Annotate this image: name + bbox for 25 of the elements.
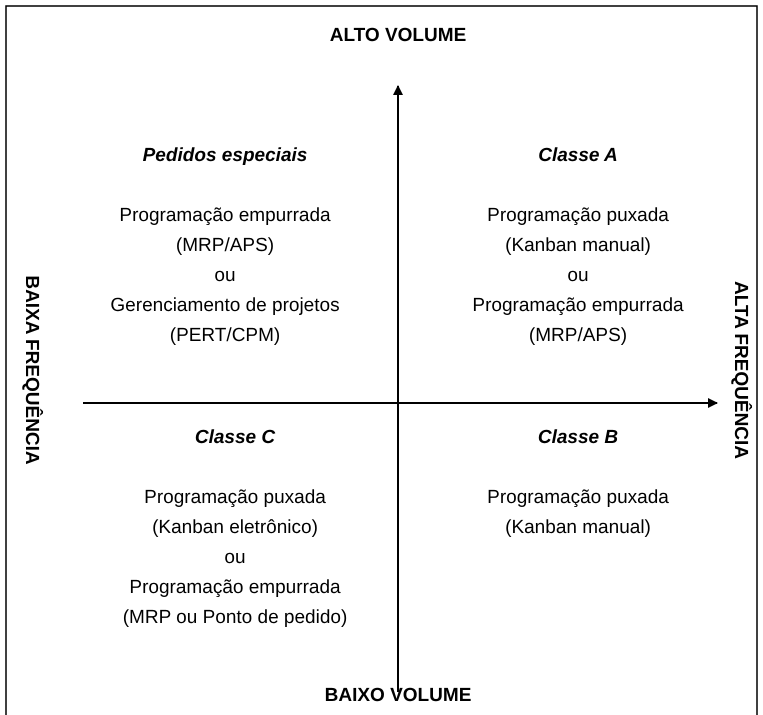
- quadrant-heading: Classe C: [194, 427, 276, 449]
- quadrant-text: (MRP/APS): [176, 235, 274, 257]
- quadrant-text: Gerenciamento de projetos: [110, 295, 340, 317]
- quadrant-text: Programação empurrada: [129, 577, 341, 599]
- quadrant-text: (MRP/APS): [528, 325, 628, 347]
- quadrant-text: ou: [224, 547, 246, 569]
- quadrant-heading: Pedidos especiais: [142, 145, 308, 167]
- quadrant-text: (MRP ou Ponto de pedido): [122, 607, 348, 629]
- quadrant-text: (Kanban manual): [505, 517, 651, 539]
- quadrant-text: (PERT/CPM): [170, 325, 280, 347]
- axis-label: ALTO VOLUME: [330, 25, 466, 47]
- axis-label: BAIXA FREQUÊNCIA: [20, 275, 42, 465]
- quadrant-text: Programação empurrada: [472, 295, 684, 317]
- axis-label: BAIXO VOLUME: [324, 685, 472, 707]
- quadrant-text: Programação puxada: [487, 487, 669, 509]
- quadrant-text: Programação puxada: [144, 487, 326, 509]
- quadrant-text: (Kanban manual): [505, 235, 651, 257]
- quadrant-text: Programação puxada: [487, 205, 669, 227]
- axis-label: ALTA FREQUÊNCIA: [729, 280, 751, 460]
- quadrant-text: (Kanban eletrônico): [152, 517, 318, 539]
- quadrant-text: Programação empurrada: [119, 205, 331, 227]
- quadrant-text: ou: [214, 265, 236, 287]
- quadrant-text: ou: [567, 265, 589, 287]
- quadrant-heading: Classe B: [538, 427, 618, 449]
- quadrant-heading: Classe A: [538, 145, 618, 167]
